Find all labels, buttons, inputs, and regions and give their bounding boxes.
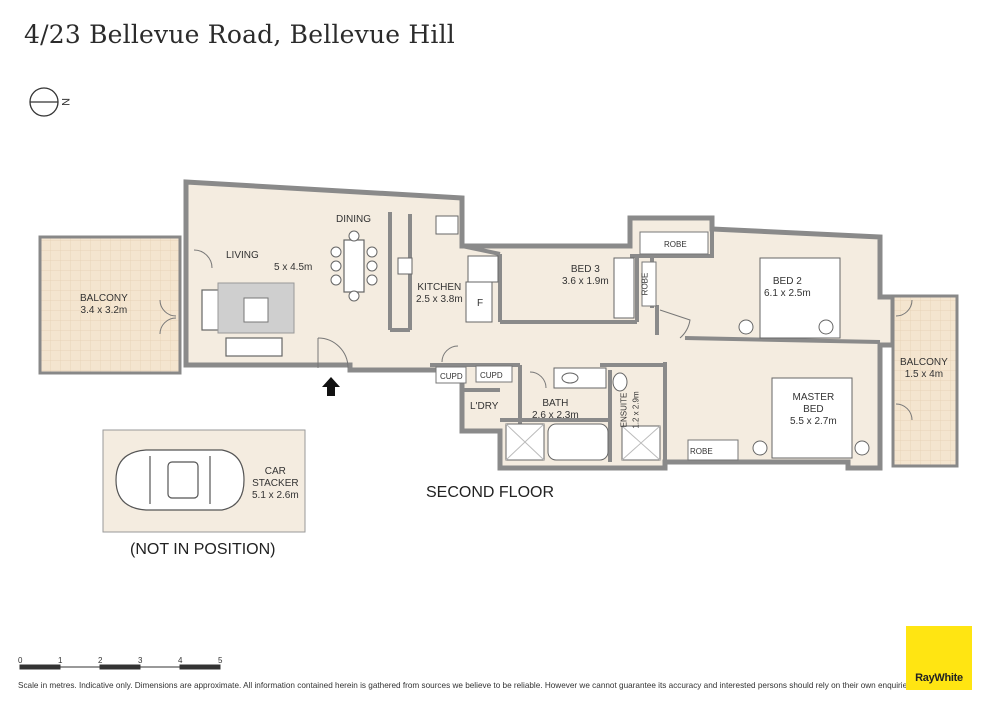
scale-tick-2: 2 [98, 656, 103, 665]
robe-bed3-box [639, 231, 709, 255]
logo-text: RayWhite [915, 672, 963, 684]
scale-tick-4: 4 [178, 656, 183, 665]
compass-letter: N [59, 98, 71, 106]
label-dining: DINING [336, 214, 371, 225]
robe-master-box [687, 439, 739, 461]
scale-tick-0: 0 [18, 656, 23, 665]
sofa-bottom [225, 337, 283, 357]
car-icon [115, 449, 245, 511]
entry-arrow-icon [322, 377, 340, 396]
not-in-position-label: (NOT IN POSITION) [130, 541, 276, 558]
page-title: 4/23 Bellevue Road, Bellevue Hill [24, 20, 455, 49]
scale-bar [19, 664, 221, 670]
coffee-table [243, 297, 269, 323]
sofa-left [201, 289, 221, 331]
balcony-west-area [38, 235, 182, 375]
ensuite-toilet [612, 372, 628, 392]
kitchen-sink [397, 257, 413, 275]
scale-tick-3: 3 [138, 656, 143, 665]
cupd1-box [435, 366, 467, 384]
cooktop [435, 215, 459, 235]
label-robe-master: ROBE [690, 447, 713, 456]
raywhite-logo: RayWhite [906, 626, 972, 690]
scale-tick-5: 5 [218, 656, 223, 665]
label-robe-bed3: ROBE [664, 240, 687, 249]
label-cupd1: CUPD [440, 372, 463, 381]
master-bed [771, 377, 853, 459]
bed3-bed [613, 257, 635, 319]
label-ldry: L'DRY [470, 401, 499, 412]
compass-icon: N [29, 87, 71, 117]
floor-label: SECOND FLOOR [426, 484, 555, 501]
label-robe-bed2: ROBE [640, 272, 650, 296]
cupd2-box [475, 365, 513, 383]
label-fridge: F [477, 298, 484, 309]
kitchen-bench [467, 255, 499, 283]
dining-table [343, 239, 365, 293]
bathtub [547, 423, 609, 461]
robe-bed2-box [641, 261, 657, 307]
label-living: LIVING [226, 250, 259, 261]
fridge [465, 281, 493, 323]
disclaimer-text: Scale in metres. Indicative only. Dimens… [18, 681, 914, 690]
scale-tick-1: 1 [58, 656, 63, 665]
label-cupd2: CUPD [480, 371, 503, 380]
label-living-size: 5 x 4.5m [274, 262, 313, 273]
balcony-east-area [891, 294, 959, 468]
